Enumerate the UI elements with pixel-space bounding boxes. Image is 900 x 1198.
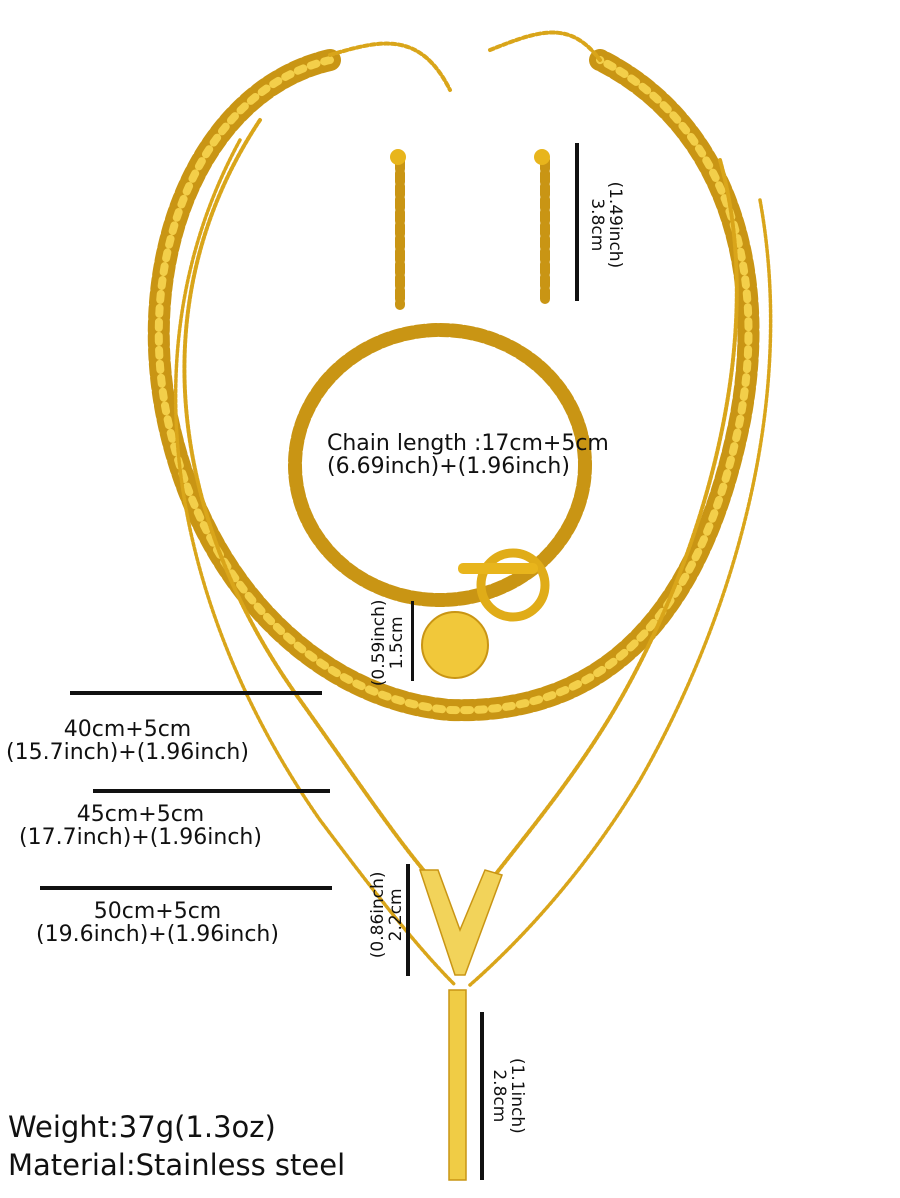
- bar-pendant-inch: (1.1inch): [506, 1057, 527, 1134]
- disc-size-label: (0.59inch) 1.5cm: [369, 588, 407, 698]
- earring-inch: (1.49inch): [604, 181, 625, 269]
- necklace-50-cm: 50cm+5cm: [93, 899, 222, 924]
- v-pendant: [418, 869, 503, 976]
- disc-pendant: [421, 611, 489, 679]
- bar-pendant-cm: 2.8cm: [489, 1069, 509, 1123]
- necklace-45-inch: (17.7inch)+(1.96inch): [19, 825, 262, 851]
- bracelet-length-label: Chain length :17cm+5cm (6.69inch)+(1.96i…: [327, 432, 609, 478]
- bracelet-inch: (6.69inch)+(1.96inch): [327, 454, 570, 480]
- material-spec: Material:Stainless steel: [8, 1148, 346, 1182]
- necklace-40-cm: 40cm+5cm: [63, 717, 192, 742]
- disc-measure-line: [411, 601, 414, 681]
- necklace-50-measure-line: [40, 886, 332, 890]
- earring-cm: 3.8cm: [587, 198, 607, 252]
- bracelet-chain: [288, 323, 592, 607]
- bar-pendant: [448, 989, 467, 1181]
- necklace-45-measure-line: [93, 789, 330, 793]
- toggle-clasp: [476, 548, 550, 622]
- necklace-40-measure-line: [70, 691, 322, 695]
- weight-spec: Weight:37g(1.3oz): [8, 1110, 276, 1144]
- bar-pendant-size-label: (1.1inch) 2.8cm: [489, 1041, 527, 1151]
- necklace-45-label: 45cm+5cm (17.7inch)+(1.96inch): [18, 803, 263, 849]
- bracelet-cm: Chain length :17cm+5cm: [327, 431, 609, 456]
- necklace-40-label: 40cm+5cm (15.7inch)+(1.96inch): [5, 718, 250, 764]
- bar-pendant-measure-line: [480, 1012, 484, 1180]
- v-pendant-chain: [182, 118, 427, 874]
- earring-measure-line: [575, 143, 579, 301]
- v-pendant-size-label: (0.86inch) 2.2cm: [368, 855, 406, 975]
- v-pendant-measure-line: [406, 864, 410, 976]
- necklace-40-inch: (15.7inch)+(1.96inch): [6, 740, 249, 766]
- v-pendant-cm: 2.2cm: [386, 888, 406, 942]
- earring-size-label: (1.49inch) 3.8cm: [587, 165, 625, 285]
- necklace-45-cm: 45cm+5cm: [76, 802, 205, 827]
- disc-cm: 1.5cm: [387, 616, 407, 670]
- bar-pendant-chain: [174, 138, 457, 987]
- necklace-50-inch: (19.6inch)+(1.96inch): [36, 922, 279, 948]
- necklace-50-label: 50cm+5cm (19.6inch)+(1.96inch): [35, 900, 280, 946]
